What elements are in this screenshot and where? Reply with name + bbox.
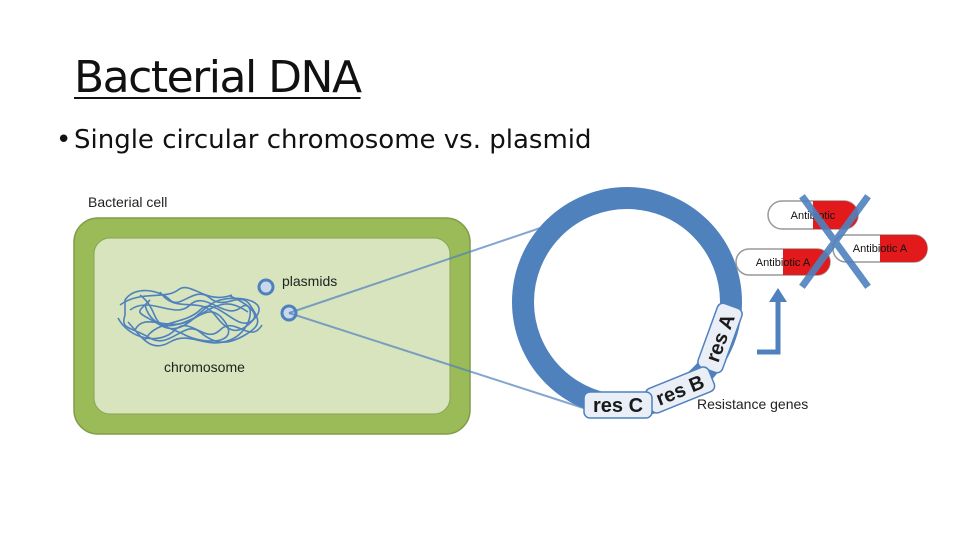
cross-icon xyxy=(799,194,871,289)
chromosome xyxy=(117,286,263,347)
up-arrow-head xyxy=(769,288,787,302)
bullet-dot: • xyxy=(56,125,72,155)
resistance-label: Resistance genes xyxy=(697,396,808,412)
zoom-line-bottom xyxy=(288,312,603,415)
plasmid-small-1 xyxy=(257,278,275,296)
zoom-line-top xyxy=(288,221,559,314)
up-arrow-icon xyxy=(757,300,781,355)
bullet-text: Single circular chromosome vs. plasmid xyxy=(74,125,592,155)
capsule-left-label: Antibiotic A xyxy=(756,257,811,269)
slide-title: Bacterial DNA xyxy=(74,52,362,103)
gene-res-c-label: res C xyxy=(593,395,643,417)
gene-res-a: res A xyxy=(697,302,743,374)
gene-res-c: res C xyxy=(583,391,653,419)
capsule-right-label: Antibiotic A xyxy=(853,243,908,255)
antibiotic-capsule-right: Antibiotic A xyxy=(832,234,928,263)
plasmids-label: plasmids xyxy=(282,273,337,289)
cell-label: Bacterial cell xyxy=(88,194,167,210)
bullet-item: •Single circular chromosome vs. plasmid xyxy=(56,125,592,155)
chromosome-label: chromosome xyxy=(164,359,245,375)
cytoplasm xyxy=(93,237,451,415)
